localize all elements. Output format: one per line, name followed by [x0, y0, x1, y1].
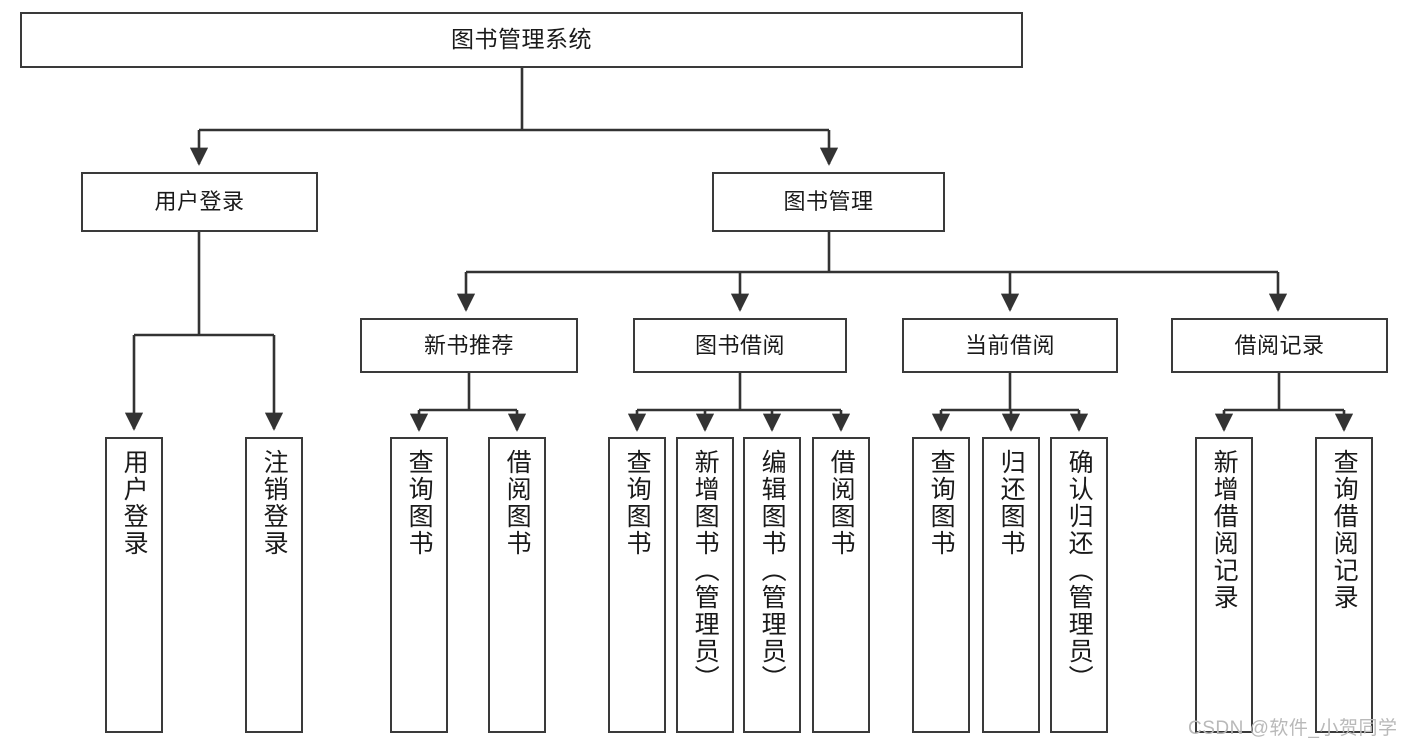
- node-book-management-label: 图书管理: [783, 189, 874, 215]
- node-leaf-logout-login[interactable]: 注销登录: [245, 437, 303, 733]
- node-leaf-query-book-borrow[interactable]: 查询图书: [608, 437, 666, 733]
- node-leaf-borrow-book-label: 借阅图书: [827, 449, 856, 557]
- node-new-book-recommend[interactable]: 新书推荐: [360, 318, 578, 373]
- node-leaf-borrow-book[interactable]: 借阅图书: [812, 437, 870, 733]
- node-leaf-return-book[interactable]: 归还图书: [982, 437, 1040, 733]
- node-user-login[interactable]: 用户登录: [81, 172, 318, 232]
- node-borrow-record-label: 借阅记录: [1234, 332, 1325, 358]
- node-leaf-logout-login-label: 注销登录: [260, 449, 289, 557]
- node-leaf-add-book-admin[interactable]: 新增图书（管理员）: [676, 437, 734, 733]
- node-leaf-query-borrow-record-label: 查询借阅记录: [1330, 449, 1359, 611]
- node-leaf-borrow-book-rec[interactable]: 借阅图书: [488, 437, 546, 733]
- node-leaf-query-borrow-record[interactable]: 查询借阅记录: [1315, 437, 1373, 733]
- node-leaf-query-book-current-label: 查询图书: [927, 449, 956, 557]
- node-new-book-recommend-label: 新书推荐: [423, 332, 514, 358]
- node-current-borrow[interactable]: 当前借阅: [902, 318, 1118, 373]
- node-leaf-edit-book-admin-label: 编辑图书（管理员）: [758, 449, 787, 692]
- node-leaf-query-book-rec[interactable]: 查询图书: [390, 437, 448, 733]
- node-leaf-user-login-label: 用户登录: [120, 449, 149, 557]
- node-leaf-add-book-admin-label: 新增图书（管理员）: [691, 449, 720, 692]
- node-leaf-confirm-return-admin-label: 确认归还（管理员）: [1065, 449, 1094, 692]
- node-root[interactable]: 图书管理系统: [20, 12, 1023, 68]
- node-leaf-query-book-rec-label: 查询图书: [405, 449, 434, 557]
- node-book-management[interactable]: 图书管理: [712, 172, 945, 232]
- node-leaf-query-book-borrow-label: 查询图书: [623, 449, 652, 557]
- csdn-watermark: CSDN @软件_小贺同学: [1188, 718, 1398, 739]
- node-book-borrow-label: 图书借阅: [694, 332, 785, 358]
- node-user-login-label: 用户登录: [154, 189, 245, 215]
- node-leaf-return-book-label: 归还图书: [997, 449, 1026, 557]
- node-leaf-confirm-return-admin[interactable]: 确认归还（管理员）: [1050, 437, 1108, 733]
- node-leaf-user-login[interactable]: 用户登录: [105, 437, 163, 733]
- node-root-label: 图书管理系统: [451, 26, 592, 53]
- node-leaf-borrow-book-rec-label: 借阅图书: [503, 449, 532, 557]
- node-leaf-query-book-current[interactable]: 查询图书: [912, 437, 970, 733]
- node-leaf-add-borrow-record-label: 新增借阅记录: [1210, 449, 1239, 611]
- node-book-borrow[interactable]: 图书借阅: [633, 318, 847, 373]
- node-current-borrow-label: 当前借阅: [964, 332, 1055, 358]
- node-leaf-add-borrow-record[interactable]: 新增借阅记录: [1195, 437, 1253, 733]
- node-leaf-edit-book-admin[interactable]: 编辑图书（管理员）: [743, 437, 801, 733]
- node-borrow-record[interactable]: 借阅记录: [1171, 318, 1388, 373]
